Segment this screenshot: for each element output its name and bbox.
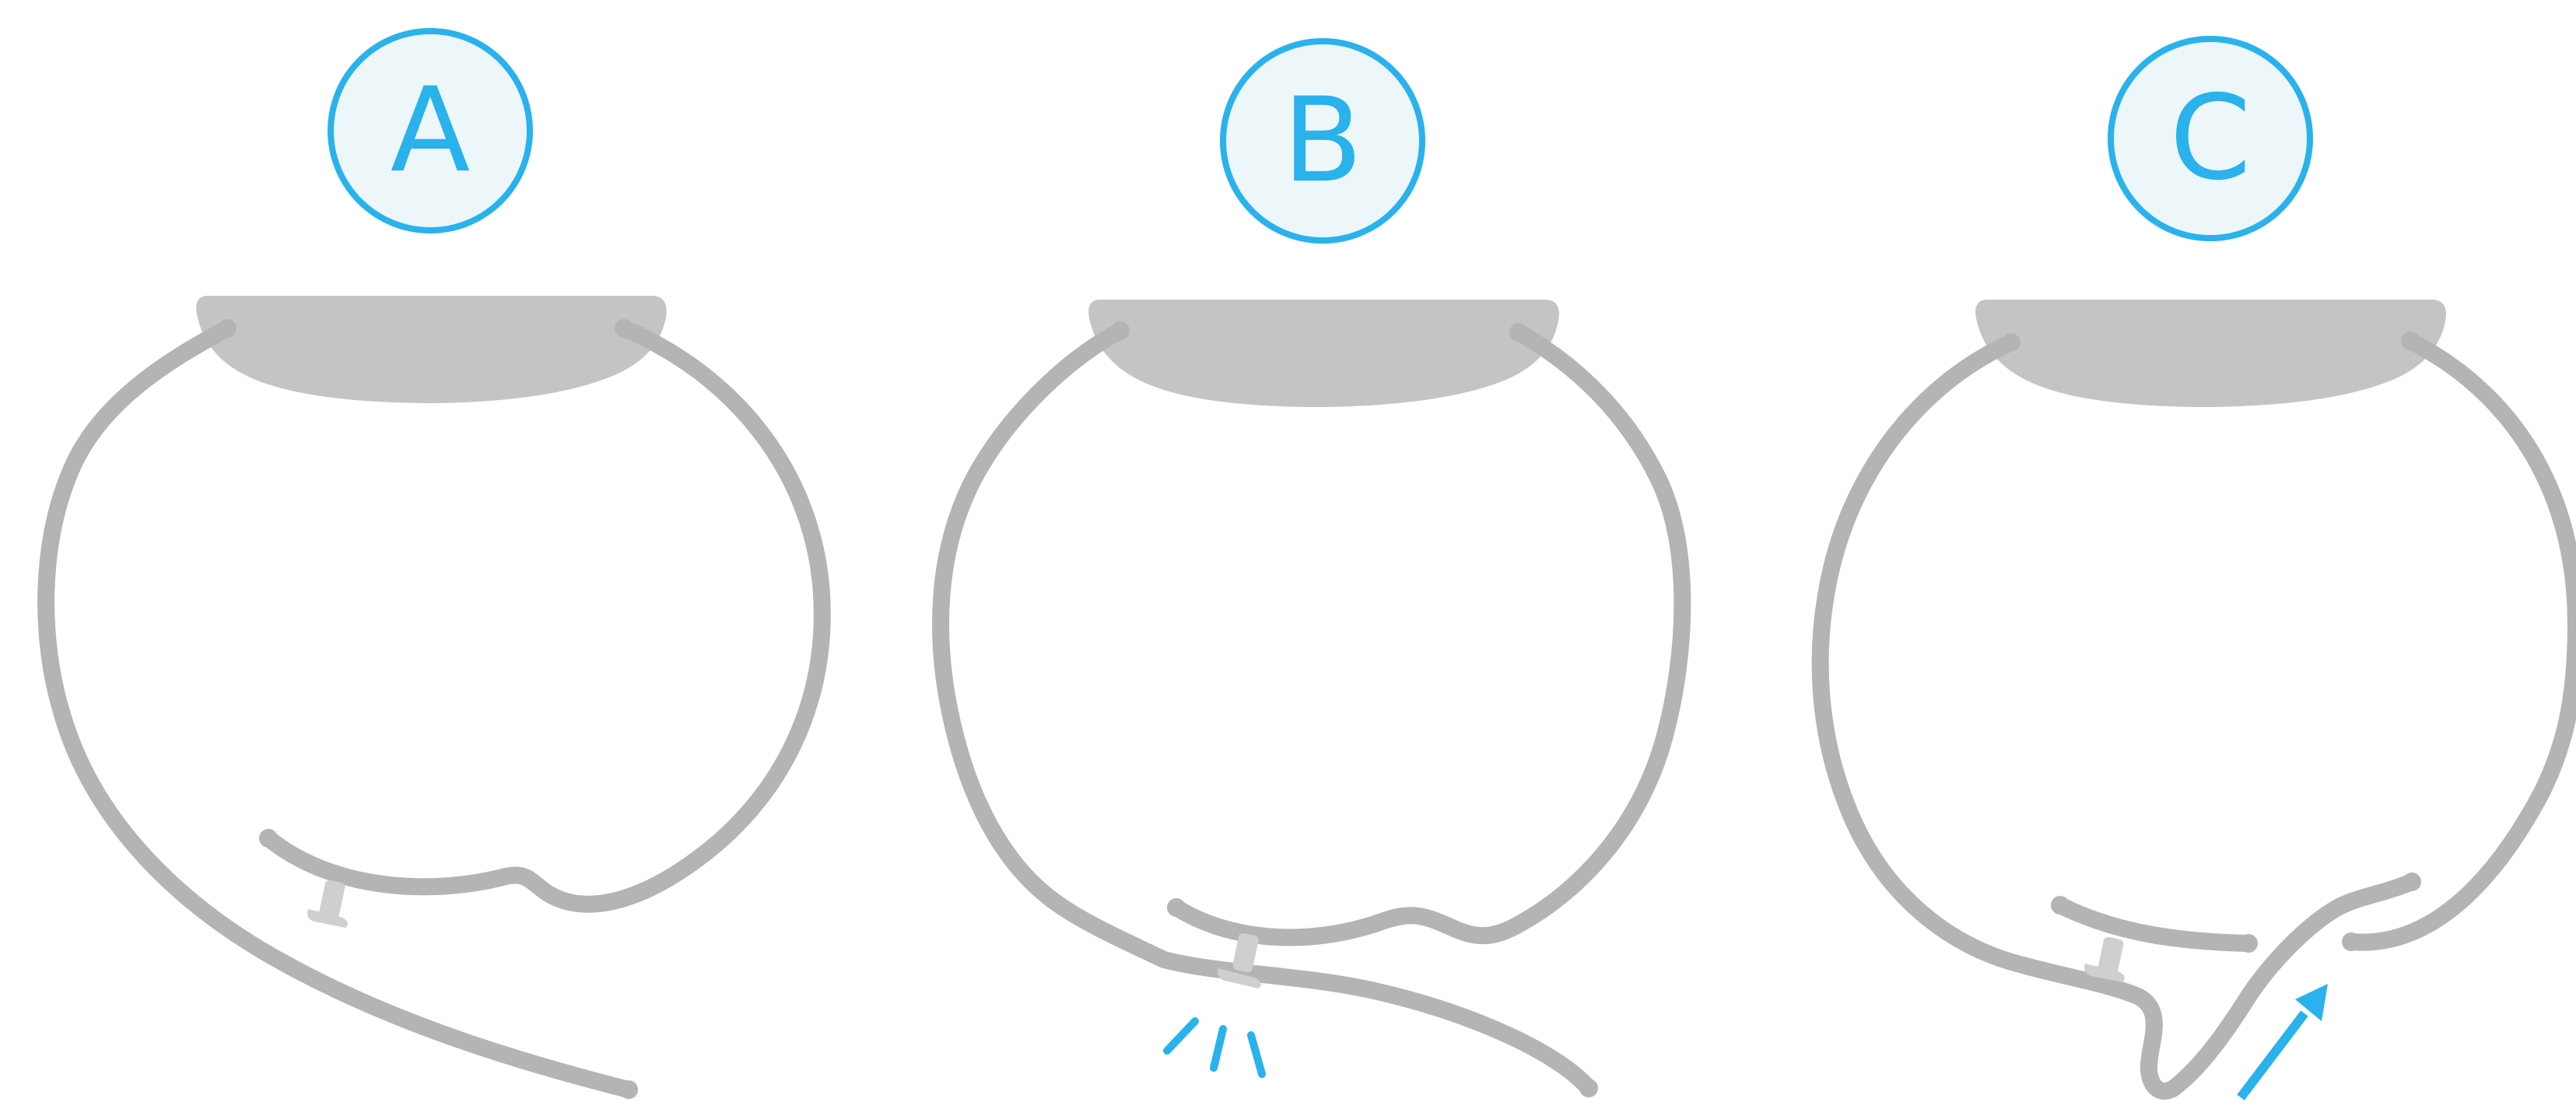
left-cord-a [46,328,629,1090]
right-cord-c-tip-bottom [2342,932,2360,951]
hood-b [1088,300,1559,407]
hood-a [196,296,667,403]
right-cord-b-tip-bottom [1167,898,1186,917]
cord-stopper-a [307,880,348,928]
left-cord-b-tip-top [1111,321,1130,340]
badge-b: B [1223,41,1422,241]
inner-cord-c [2060,905,2248,943]
right-cord-a-tip-bottom [259,829,278,848]
inner-cord-c-tip-right [2239,934,2258,953]
right-cord-b-tip-top [1509,323,1528,342]
panel-c: C [1821,39,2576,1097]
motion-line-b-2 [1214,1029,1223,1068]
right-cord-a [268,328,822,904]
left-cord-b-tip-bottom [1579,1079,1598,1097]
right-cord-c [2351,341,2576,943]
right-cord-b [1176,332,1682,937]
motion-lines-b [1167,1021,1262,1074]
badge-a-label: A [391,63,471,198]
hood-c [1975,300,2446,407]
right-cord-c-tip-top [2401,332,2420,350]
cord-stopper-b [1218,932,1261,988]
badge-b-label: B [1283,73,1363,209]
right-cord-a-tip-top [615,319,633,338]
left-cord-a-tip-top [218,319,237,338]
cord-stopper-c [2084,936,2125,982]
panel-a: A [46,31,822,1099]
badge-a: A [331,31,530,230]
left-cord-a-tip-bottom [619,1080,638,1099]
badge-c-label: C [2170,71,2252,206]
pull-arrow-c-shaft [2241,1013,2304,1097]
badge-c: C [2111,39,2310,238]
inner-cord-c-tip-left [2051,896,2070,915]
panel-b: B [941,41,1682,1097]
left-cord-c-tip-top [2002,333,2020,352]
motion-line-b-3 [1251,1035,1262,1074]
motion-line-b-1 [1167,1021,1195,1051]
left-cord-b [941,331,1589,1088]
left-cord-c-tip-bottom [2403,873,2421,891]
